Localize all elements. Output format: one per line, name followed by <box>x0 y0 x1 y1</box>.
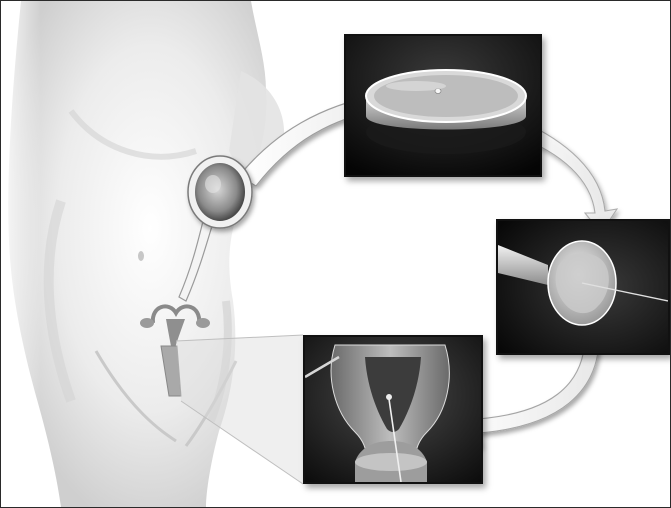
petri-dish-panel <box>344 34 542 177</box>
oocyte-icon <box>188 156 252 228</box>
micropipette-icon <box>498 221 668 353</box>
uterus-icon <box>305 337 481 482</box>
sperm-injection-panel <box>496 219 670 355</box>
petri-dish-icon <box>346 36 540 175</box>
embryo-transfer-panel <box>303 335 483 484</box>
